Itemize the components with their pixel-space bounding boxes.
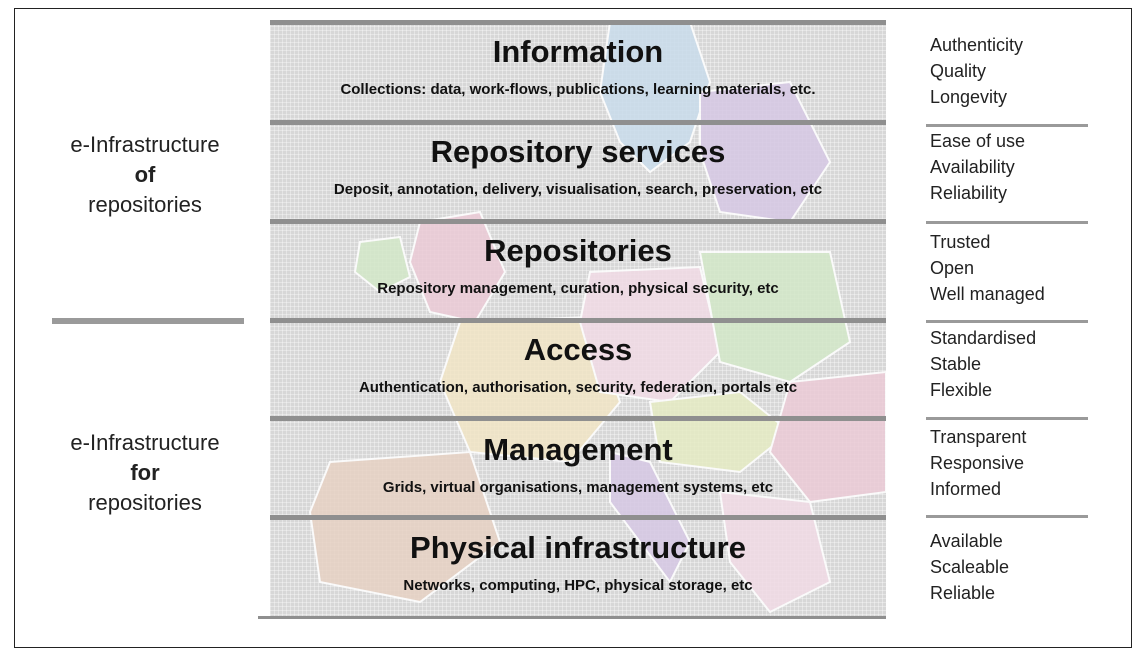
quality-item: Informed bbox=[930, 479, 1002, 499]
layer-title: Access bbox=[523, 332, 633, 367]
quality-item: Standardised bbox=[930, 328, 1037, 348]
qualities-repositories: Trusted Open Well managed bbox=[930, 229, 1120, 307]
quality-item: Ease of use bbox=[930, 131, 1026, 151]
group-label-keyword: for bbox=[130, 460, 160, 485]
layer-physical-infrastructure: Physical infrastructure Networks, comput… bbox=[270, 530, 886, 596]
layer-divider bbox=[270, 219, 886, 224]
map-region-poland bbox=[698, 251, 852, 384]
quality-item: Well managed bbox=[930, 284, 1045, 304]
group-label-of-repositories: e-Infrastructure of repositories bbox=[40, 130, 250, 220]
layer-divider bbox=[270, 120, 886, 125]
layer-subtitle: Repository management, curation, physica… bbox=[377, 280, 779, 297]
qualities-divider bbox=[926, 221, 1088, 224]
quality-item: Open bbox=[930, 258, 975, 278]
layer-title: Physical infrastructure bbox=[410, 530, 746, 565]
group-label-line: repositories bbox=[88, 192, 202, 217]
layer-divider bbox=[258, 616, 886, 619]
qualities-information: Authenticity Quality Longevity bbox=[930, 32, 1120, 110]
map-region-iberia bbox=[308, 450, 502, 604]
map-region-central bbox=[648, 390, 792, 474]
qualities-divider bbox=[926, 417, 1088, 420]
quality-item: Reliability bbox=[930, 183, 1008, 203]
quality-item: Responsive bbox=[930, 453, 1025, 473]
layer-repository-services: Repository services Deposit, annotation,… bbox=[270, 134, 886, 200]
layer-title: Repository services bbox=[430, 134, 726, 169]
quality-item: Transparent bbox=[930, 427, 1027, 447]
layer-divider bbox=[270, 20, 886, 25]
layer-subtitle: Grids, virtual organisations, management… bbox=[382, 479, 774, 496]
map-region-east bbox=[768, 370, 886, 504]
quality-item: Authenticity bbox=[930, 35, 1024, 55]
qualities-repository-services: Ease of use Availability Reliability bbox=[930, 128, 1120, 206]
group-divider bbox=[52, 318, 244, 324]
quality-item: Quality bbox=[930, 61, 987, 81]
layer-divider bbox=[270, 515, 886, 520]
quality-item: Trusted bbox=[930, 232, 991, 252]
group-label-keyword: of bbox=[134, 162, 156, 187]
map-region-scandinavia bbox=[598, 22, 712, 174]
qualities-divider bbox=[926, 515, 1088, 518]
layer-title: Information bbox=[492, 34, 664, 69]
layer-subtitle: Deposit, annotation, delivery, visualisa… bbox=[333, 181, 823, 198]
layer-title: Management bbox=[483, 432, 673, 467]
qualities-divider bbox=[926, 320, 1088, 323]
group-label-line: e-Infrastructure bbox=[70, 430, 220, 455]
layer-repositories: Repositories Repository management, cura… bbox=[270, 233, 886, 299]
map-region-ireland bbox=[353, 235, 412, 294]
quality-item: Available bbox=[930, 531, 1003, 551]
qualities-access: Standardised Stable Flexible bbox=[930, 325, 1120, 403]
layer-information: Information Collections: data, work-flow… bbox=[270, 34, 886, 100]
quality-item: Longevity bbox=[930, 87, 1008, 107]
qualities-physical-infrastructure: Available Scaleable Reliable bbox=[930, 528, 1120, 606]
map-region-balkans bbox=[718, 490, 832, 614]
quality-item: Availability bbox=[930, 157, 1015, 177]
layer-subtitle: Authentication, authorisation, security,… bbox=[358, 379, 798, 396]
qualities-management: Transparent Responsive Informed bbox=[930, 424, 1120, 502]
layer-management: Management Grids, virtual organisations,… bbox=[270, 432, 886, 498]
europe-map-image bbox=[308, 22, 886, 614]
group-label-for-repositories: e-Infrastructure for repositories bbox=[40, 428, 250, 518]
layer-title: Repositories bbox=[484, 233, 672, 268]
quality-item: Flexible bbox=[930, 380, 993, 400]
layer-divider bbox=[270, 416, 886, 421]
group-label-line: e-Infrastructure bbox=[70, 132, 220, 157]
layer-access: Access Authentication, authorisation, se… bbox=[270, 332, 886, 398]
layer-divider bbox=[270, 318, 886, 323]
quality-item: Scaleable bbox=[930, 557, 1010, 577]
quality-item: Stable bbox=[930, 354, 982, 374]
quality-item: Reliable bbox=[930, 583, 996, 603]
layer-subtitle: Networks, computing, HPC, physical stora… bbox=[403, 577, 753, 594]
layer-subtitle: Collections: data, work-flows, publicati… bbox=[340, 81, 816, 98]
qualities-divider bbox=[926, 124, 1088, 127]
group-label-line: repositories bbox=[88, 490, 202, 515]
